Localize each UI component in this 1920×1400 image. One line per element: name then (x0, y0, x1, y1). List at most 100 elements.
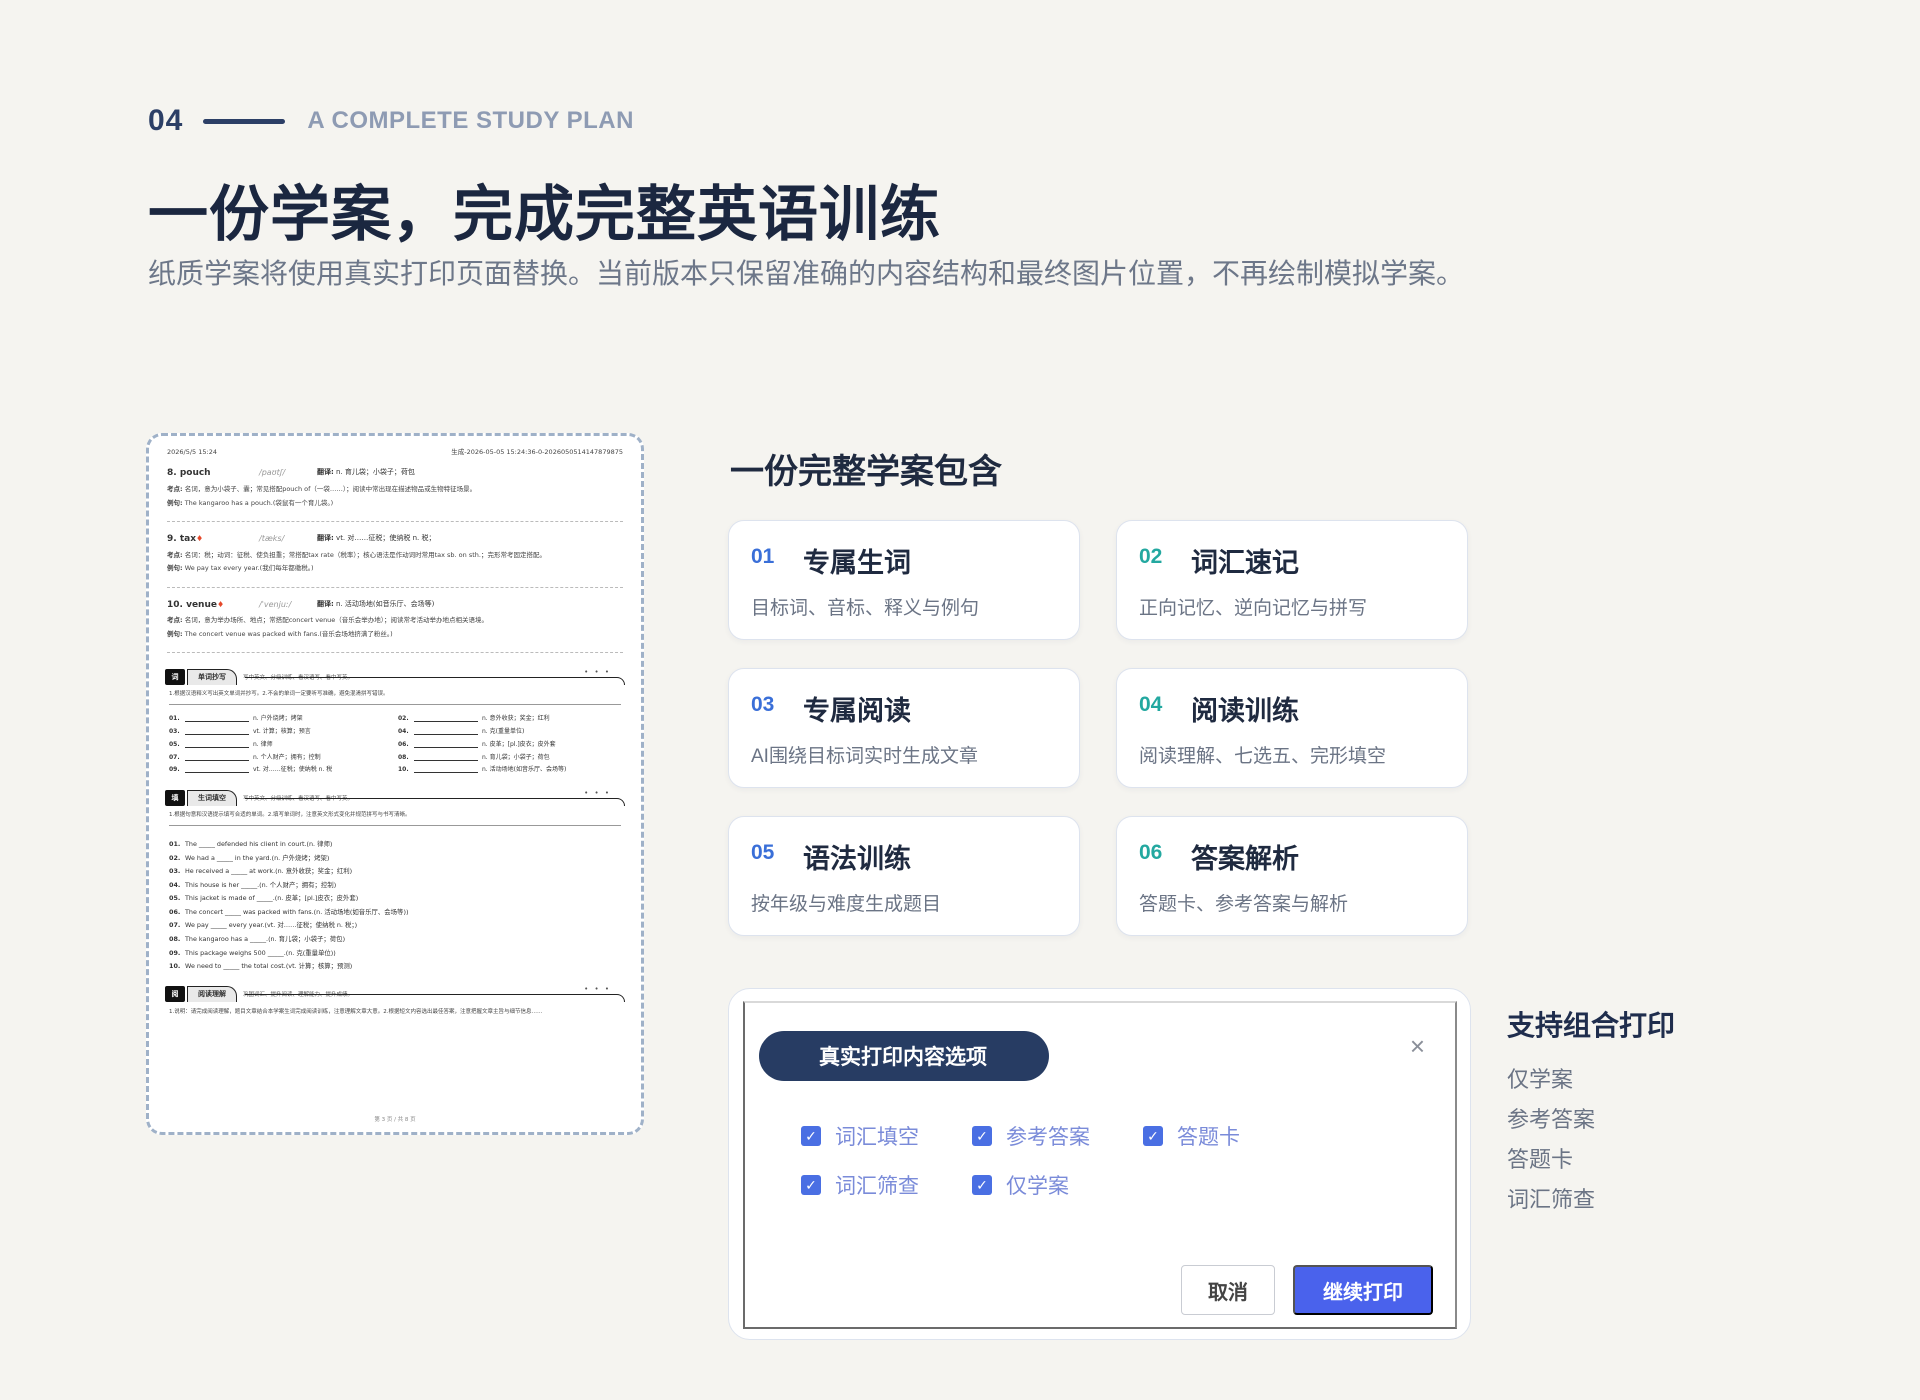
section-header-reading: 阅 阅读理解 巩固词汇、提升阅读、理解能力、提升成绩。 • • • (165, 985, 625, 1003)
feature-card-memory: 02 词汇速记 正向记忆、逆向记忆与拼写 (1116, 520, 1468, 640)
word-tip: 名词，意为举办场所、地点；常搭配concert venue（音乐会举办地）；阅读… (184, 616, 489, 625)
eyebrow-divider (203, 118, 286, 124)
combo-print-list: 仅学案 参考答案 答题卡 词汇筛查 (1507, 1060, 1595, 1220)
list-item: 07.We pay _____ every year.(vt. 对……征税；使纳… (169, 921, 358, 930)
worksheet-preview: 2026/5/5 15:24 生成-2026-05-05 15:24:36-0-… (146, 433, 644, 1135)
word-entry: 10. venue♦ /ˈvenjuː/ 翻译: n. 活动场地(如音乐厅、会场… (163, 600, 627, 639)
card-title: 专属阅读 (803, 696, 911, 726)
checkbox-checked-icon[interactable]: ✓ (801, 1175, 821, 1195)
worksheet-header: 2026/5/5 15:24 生成-2026-05-05 15:24:36-0-… (163, 448, 627, 456)
cancel-button[interactable]: 取消 (1181, 1265, 1275, 1315)
word-name: 10. venue (167, 599, 217, 610)
card-desc: AI围绕目标词实时生成文章 (751, 746, 978, 767)
divider (167, 652, 623, 654)
word-example: We pay tax every year.(我们每年都缴税。) (184, 564, 314, 573)
list-item: 答题卡 (1507, 1147, 1574, 1172)
list-item: 09.This package weighs 500 _____.(n. 克(重… (169, 948, 336, 957)
feature-card-answers: 06 答案解析 答题卡、参考答案与解析 (1116, 816, 1468, 936)
word-entry: 9. tax♦ /tæks/ 翻译: vt. 对……征税；使纳税 n. 税； 考… (163, 534, 627, 573)
tip-label: 考点: (167, 550, 183, 559)
worksheet-page: 2026/5/5 15:24 生成-2026-05-05 15:24:36-0-… (163, 448, 627, 1124)
combo-print-title: 支持组合打印 (1507, 1010, 1676, 1041)
word-entry: 8. pouch /paʊtʃ/ 翻译: n. 育儿袋；小袋子；荷包 考点: 名… (163, 468, 627, 507)
fill-list: 01.The _____ defended his client in cour… (169, 840, 621, 970)
list-item: 06.The concert _____ was packed with fan… (169, 907, 409, 916)
translation-label: 翻译: (317, 468, 334, 477)
example-label: 例句: (167, 498, 183, 507)
section-name: 阅读理解 (187, 986, 237, 1003)
option-label: 词汇筛查 (835, 1175, 919, 1198)
card-number: 03 (751, 693, 775, 716)
page-footer: 第 3 页 / 共 8 页 (374, 1116, 416, 1123)
feature-card-reading-training: 04 阅读训练 阅读理解、七选五、完形填空 (1116, 668, 1468, 788)
word-phonetic: /ˈvenjuː/ (259, 599, 292, 609)
section-note: 1.根据汉语释义写出英文单词并抄写。2.不会的单词一定要听写准确，避免混淆拼写错… (169, 691, 621, 706)
dots-icon: • • • (584, 985, 611, 994)
section-badge: 填 (165, 790, 185, 807)
feature-card-vocab: 01 专属生词 目标词、音标、释义与例句 (728, 520, 1080, 640)
checkbox-checked-icon[interactable]: ✓ (801, 1126, 821, 1146)
translation-label: 翻译: (317, 599, 334, 608)
section-note: 1.说明：请完成阅读理解，题目文章结合本学案生词完成阅读训练，注意理解文章大意。… (169, 1009, 543, 1016)
list-item: 02.n. 意外收获；奖金；红利 (398, 715, 550, 723)
list-item: 参考答案 (1507, 1107, 1596, 1132)
card-title: 阅读训练 (1191, 696, 1299, 726)
option-answer-sheet[interactable]: ✓ 答题卡 (1143, 1121, 1314, 1151)
divider (167, 586, 623, 588)
card-number: 05 (751, 841, 775, 864)
list-item: 07.n. 个人财产；拥有；控制 (169, 753, 321, 761)
section-rail (245, 994, 625, 1003)
continue-print-button[interactable]: 继续打印 (1293, 1265, 1433, 1315)
section-eyebrow: 04 A COMPLETE STUDY PLAN (148, 104, 634, 138)
word-tip: 名词，意为小袋子、囊；常见搭配pouch of（一袋……）；阅读中常出现在描述物… (184, 485, 477, 494)
option-vocab-fill[interactable]: ✓ 词汇填空 (801, 1121, 972, 1151)
list-item: 02.We had a _____ in the yard.(n. 户外烧烤；烤… (169, 853, 330, 862)
card-title: 语法训练 (803, 844, 911, 874)
section-rail (245, 677, 625, 686)
print-dialog-card: 打印 真实打印内容选项 × ✓ 词汇填空 ✓ 参考答案 ✓ 答题卡 ✓ 词汇筛查 (728, 988, 1471, 1340)
copy-grid: 01.n. 户外烧烤；烤架 02.n. 意外收获；奖金；红利 03.vt. 计算… (169, 715, 621, 774)
section-number: 04 (148, 104, 184, 137)
list-item: 10.n. 活动场地(如音乐厅、会场等) (398, 766, 567, 774)
list-item: 03.He received a _____ at work.(n. 意外收获；… (169, 867, 353, 876)
list-item: 09.vt. 对……征税；使纳税 n. 税 (169, 766, 333, 774)
content-heading: 一份完整学案包含 (730, 453, 1002, 491)
section-name: 单词抄写 (187, 669, 237, 686)
option-row: ✓ 词汇筛查 ✓ 仅学案 (801, 1170, 1143, 1200)
section-note: 1.根据句意和汉语提示填写合适的单词。2.填写单词时，注意英文形式变化并规范拼写… (169, 812, 621, 827)
option-row: ✓ 词汇填空 ✓ 参考答案 ✓ 答题卡 (801, 1121, 1314, 1151)
close-icon[interactable]: × (1409, 1031, 1425, 1061)
option-reference-answers[interactable]: ✓ 参考答案 (972, 1121, 1143, 1151)
card-desc: 目标词、音标、释义与例句 (751, 598, 980, 619)
card-number: 06 (1139, 841, 1163, 864)
card-desc: 按年级与难度生成题目 (751, 894, 942, 915)
word-name: 8. pouch (167, 468, 211, 479)
checkbox-checked-icon[interactable]: ✓ (1143, 1126, 1163, 1146)
option-label: 仅学案 (1006, 1175, 1069, 1198)
checkbox-checked-icon[interactable]: ✓ (972, 1175, 992, 1195)
section-badge: 阅 (165, 986, 185, 1003)
list-item: 01.The _____ defended his client in cour… (169, 840, 333, 849)
divider (167, 521, 623, 522)
list-item: 08.n. 育儿袋；小袋子；荷包 (398, 753, 550, 761)
feature-card-reading: 03 专属阅读 AI围绕目标词实时生成文章 (728, 668, 1080, 788)
word-name: 9. tax (167, 534, 196, 544)
section-header-fill: 填 生词填空 写中英文、分级训练、看汉语写、看中写英。 • • • (165, 789, 625, 807)
translation-label: 翻译: (317, 534, 334, 542)
tip-label: 考点: (167, 616, 183, 625)
checkbox-checked-icon[interactable]: ✓ (972, 1126, 992, 1146)
worksheet-doc-id: 生成-2026-05-05 15:24:36-0-202605051414787… (451, 448, 623, 456)
list-item: 03.vt. 计算；核算；预言 (169, 728, 311, 736)
tip-label: 考点: (167, 485, 183, 494)
word-example: The kangaroo has a pouch.(袋鼠有一个育儿袋。) (184, 498, 334, 507)
print-dialog: 打印 真实打印内容选项 × ✓ 词汇填空 ✓ 参考答案 ✓ 答题卡 ✓ 词汇筛查 (743, 1001, 1457, 1329)
option-label: 答题卡 (1177, 1126, 1240, 1149)
card-title: 答案解析 (1191, 844, 1299, 874)
list-item: 仅学案 (1507, 1067, 1574, 1092)
option-worksheet-only[interactable]: ✓ 仅学案 (972, 1170, 1143, 1200)
word-translation: vt. 对……征税；使纳税 n. 税； (336, 534, 436, 542)
list-item: 词汇筛查 (1507, 1187, 1596, 1212)
option-vocab-screening[interactable]: ✓ 词汇筛查 (801, 1170, 972, 1200)
card-number: 04 (1139, 693, 1163, 716)
option-label: 词汇填空 (835, 1126, 919, 1149)
